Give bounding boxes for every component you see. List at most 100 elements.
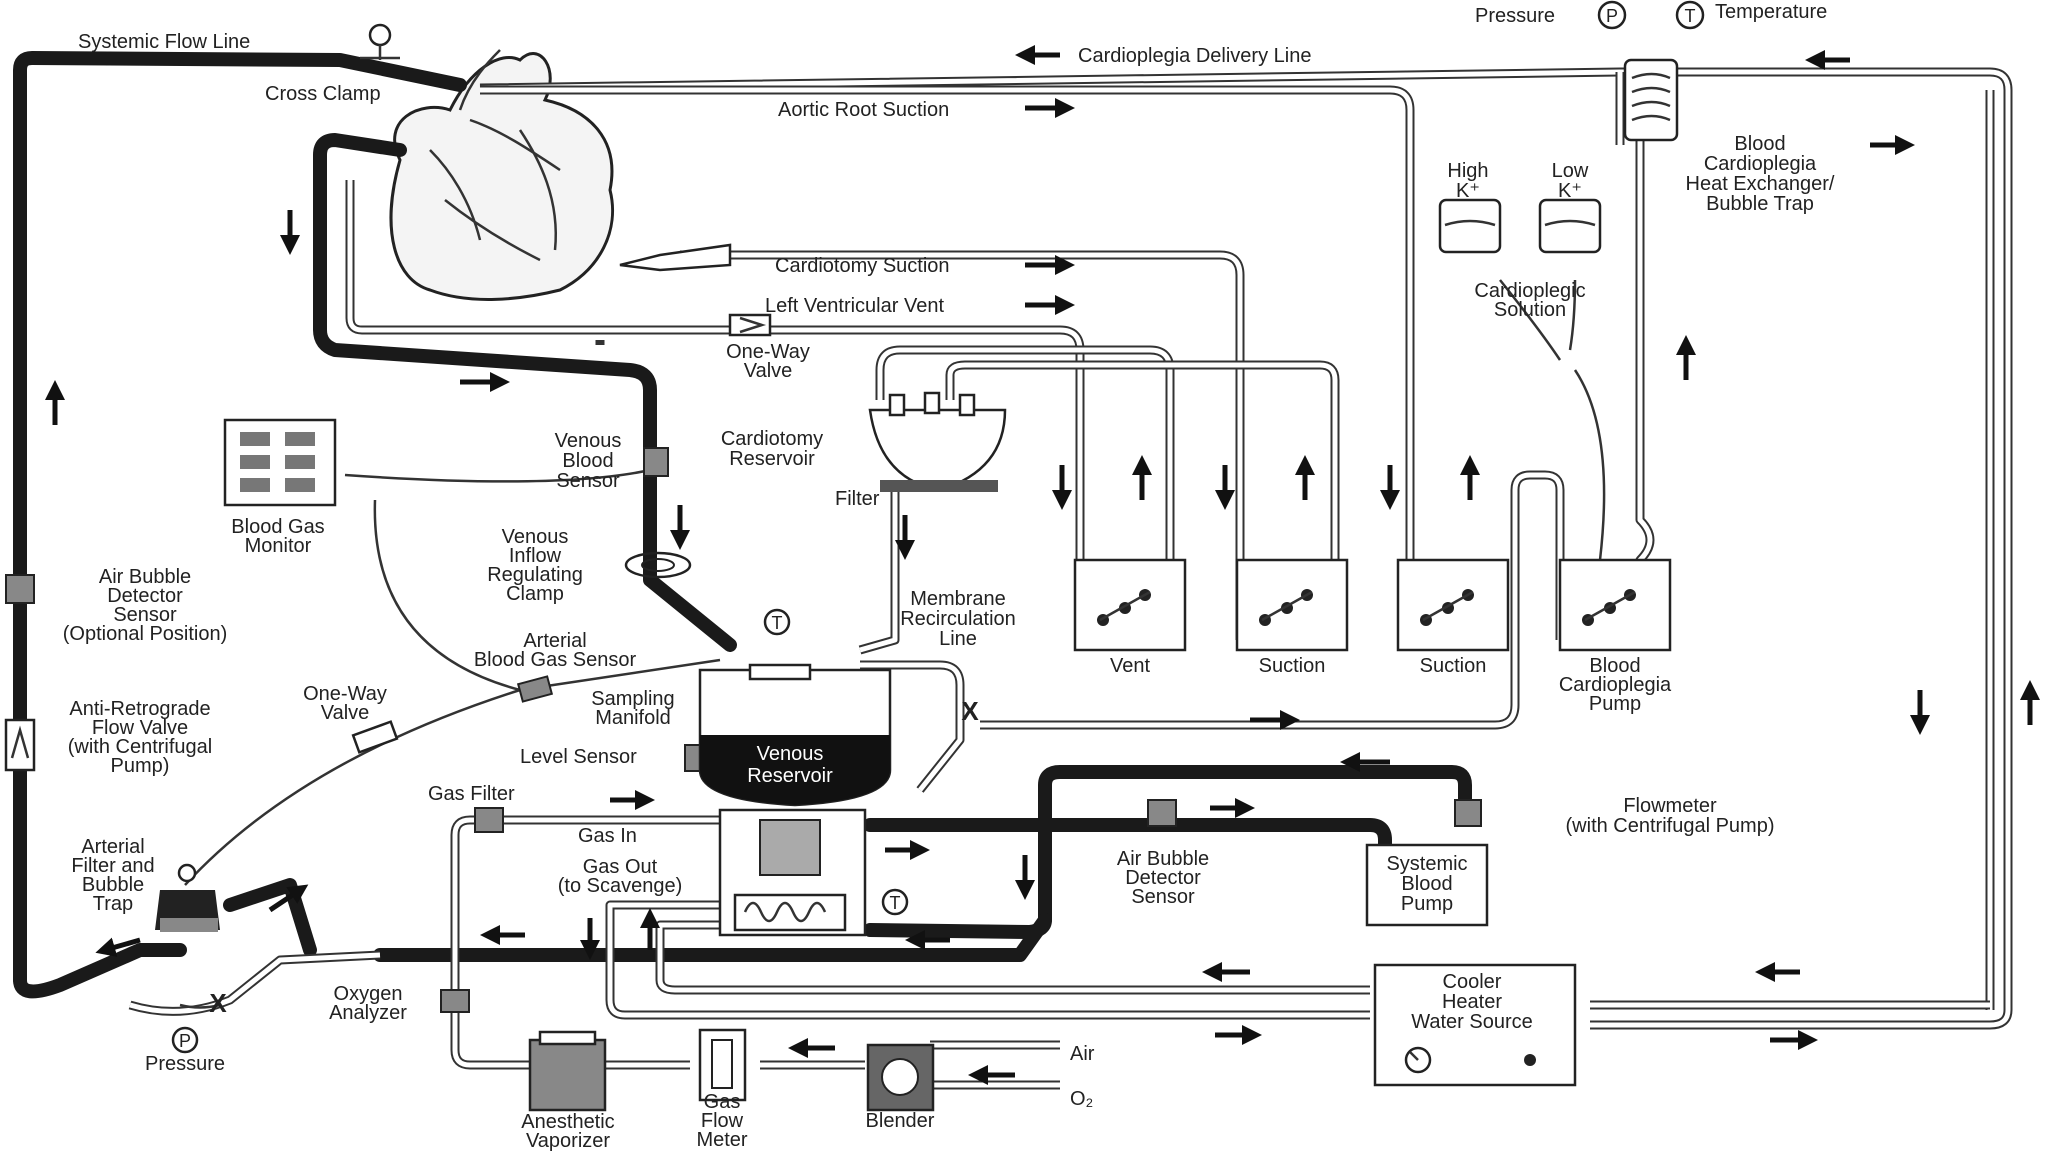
label-suction-1: Suction (1259, 655, 1326, 677)
svg-text:Blood Gas Sensor: Blood Gas Sensor (474, 649, 637, 671)
venous-reservoir-label-1: Venous (757, 743, 824, 765)
svg-text:Detector: Detector (1125, 867, 1201, 889)
cardiotomy-suction-tip (619, 243, 732, 272)
label-high-k: High K⁺ (1447, 160, 1488, 202)
label-air: Air (1070, 1043, 1095, 1065)
anesthetic-vaporizer (528, 1030, 607, 1112)
svg-text:Air Bubble: Air Bubble (99, 566, 191, 588)
gas-flow-meter-device (698, 1028, 747, 1102)
svg-text:Monitor: Monitor (245, 535, 312, 557)
air-bubble-detector-optional (5, 574, 35, 604)
label-cardioplegic-solution: Cardioplegic Solution (1474, 280, 1585, 321)
thin-tubing (128, 67, 2013, 1090)
oxygen-analyzer-sensor (440, 989, 470, 1013)
label-blender: Blender (866, 1110, 935, 1132)
svg-text:Heat Exchanger/: Heat Exchanger/ (1686, 173, 1835, 195)
svg-text:Manifold: Manifold (595, 707, 671, 729)
label-venous-inflow-clamp: Venous Inflow Regulating Clamp (487, 526, 583, 605)
svg-text:K⁺: K⁺ (1456, 180, 1480, 202)
svg-text:Water Source: Water Source (1411, 1011, 1533, 1033)
svg-text:K⁺: K⁺ (1558, 180, 1582, 202)
systemic-blood-pump (1365, 843, 1489, 927)
svg-text:Valve: Valve (321, 702, 370, 724)
svg-text:Reservoir: Reservoir (729, 448, 815, 470)
cooler-heater-water-source (1373, 963, 1577, 1087)
svg-text:Sensor: Sensor (113, 604, 177, 626)
blender-device (866, 1043, 935, 1112)
label-filter: Filter (835, 488, 880, 510)
vent-pump (1073, 558, 1187, 652)
label-one-way-valve-top: One-Way Valve (726, 341, 810, 382)
label-o2: O₂ (1070, 1088, 1093, 1110)
label-anti-retrograde-valve: Anti-Retrograde Flow Valve (with Centrif… (68, 698, 213, 777)
svg-text:T: T (1685, 6, 1696, 26)
svg-text:Clamp: Clamp (506, 583, 564, 605)
label-anesthetic-vaporizer: Anesthetic Vaporizer (521, 1111, 614, 1152)
low-k-bag (1538, 198, 1602, 254)
label-blood-gas-monitor: Blood Gas Monitor (231, 516, 324, 557)
svg-text:Blood: Blood (1734, 133, 1785, 155)
clamp-x-bottom: X (209, 988, 227, 1018)
svg-text:Cooler: Cooler (1443, 971, 1502, 993)
heart-illustration (389, 49, 615, 301)
svg-text:Regulating: Regulating (487, 564, 583, 586)
venous-blood-sensor (643, 447, 669, 477)
label-blood-cardioplegia-pump: Blood Cardioplegia Pump (1559, 655, 1672, 715)
cardiotomy-reservoir (868, 391, 1007, 492)
suction-pump-1 (1235, 558, 1349, 652)
label-pressure-top: Pressure (1475, 5, 1555, 27)
label-cardiotomy-reservoir: Cardiotomy Reservoir (721, 428, 823, 470)
temperature-gauge-top: T (1675, 0, 1705, 30)
svg-text:Inflow: Inflow (509, 545, 562, 567)
svg-text:Low: Low (1552, 160, 1589, 182)
cardioplegia-heat-exchanger (1623, 58, 1679, 142)
svg-text:T: T (772, 613, 783, 633)
label-flowmeter: Flowmeter (with Centrifugal Pump) (1566, 795, 1775, 837)
svg-text:Blood Gas: Blood Gas (231, 516, 324, 538)
flow-arrows (45, 45, 2040, 1085)
blood-gas-monitor (223, 418, 337, 507)
label-vent: Vent (1110, 655, 1150, 677)
label-cross-clamp: Cross Clamp (265, 83, 381, 105)
svg-text:P: P (1606, 6, 1618, 26)
label-gas-in: Gas In (578, 825, 637, 847)
svg-text:Arterial: Arterial (523, 630, 586, 652)
suction-pump-2 (1396, 558, 1510, 652)
label-sampling-manifold: Sampling Manifold (591, 688, 674, 729)
svg-text:(to Scavenge): (to Scavenge) (558, 875, 683, 897)
svg-text:Flow Valve: Flow Valve (92, 717, 188, 739)
svg-text:Anesthetic: Anesthetic (521, 1111, 614, 1133)
svg-text:Gas Out: Gas Out (583, 856, 658, 878)
svg-text:Flow: Flow (701, 1110, 744, 1132)
cross-clamp-device (360, 23, 400, 60)
svg-text:Venous: Venous (555, 430, 622, 452)
svg-text:Arterial: Arterial (81, 836, 144, 858)
svg-text:Meter: Meter (696, 1129, 747, 1151)
temperature-gauge-oxygenator: T (881, 888, 909, 916)
svg-text:Line: Line (939, 628, 977, 650)
label-cooler-heater: Cooler Heater Water Source (1411, 971, 1533, 1033)
label-one-way-valve-left: One-Way Valve (303, 683, 387, 724)
pressure-gauge-top: P (1597, 0, 1627, 30)
svg-text:Cardioplegia: Cardioplegia (1559, 674, 1672, 696)
label-suction-2: Suction (1420, 655, 1487, 677)
label-venous-blood-sensor: Venous Blood Sensor (555, 430, 622, 492)
label-systemic-flow-line: Systemic Flow Line (78, 31, 250, 53)
svg-text:Sampling: Sampling (591, 688, 674, 710)
svg-text:Sensor: Sensor (556, 470, 620, 492)
svg-text:Pump: Pump (1401, 893, 1453, 915)
svg-text:Filter and: Filter and (71, 855, 154, 877)
label-oxygen-analyzer: Oxygen Analyzer (329, 983, 407, 1024)
svg-text:Blood: Blood (1401, 873, 1452, 895)
clamp-x-recirculation: X (961, 696, 979, 726)
label-membrane-recirculation-line: Membrane Recirculation Line (900, 588, 1016, 650)
svg-text:Membrane: Membrane (910, 588, 1006, 610)
label-left-ventricular-vent: Left Ventricular Vent (765, 295, 944, 317)
air-bubble-detector-sensor (1147, 799, 1177, 827)
svg-text:Pump: Pump (1589, 693, 1641, 715)
label-cardioplegia-delivery-line: Cardioplegia Delivery Line (1078, 45, 1311, 67)
flowmeter-sensor (1454, 799, 1482, 827)
label-gas-flow-meter: Gas Flow Meter (696, 1091, 747, 1151)
label-arterial-blood-gas-sensor: Arterial Blood Gas Sensor (474, 630, 637, 671)
